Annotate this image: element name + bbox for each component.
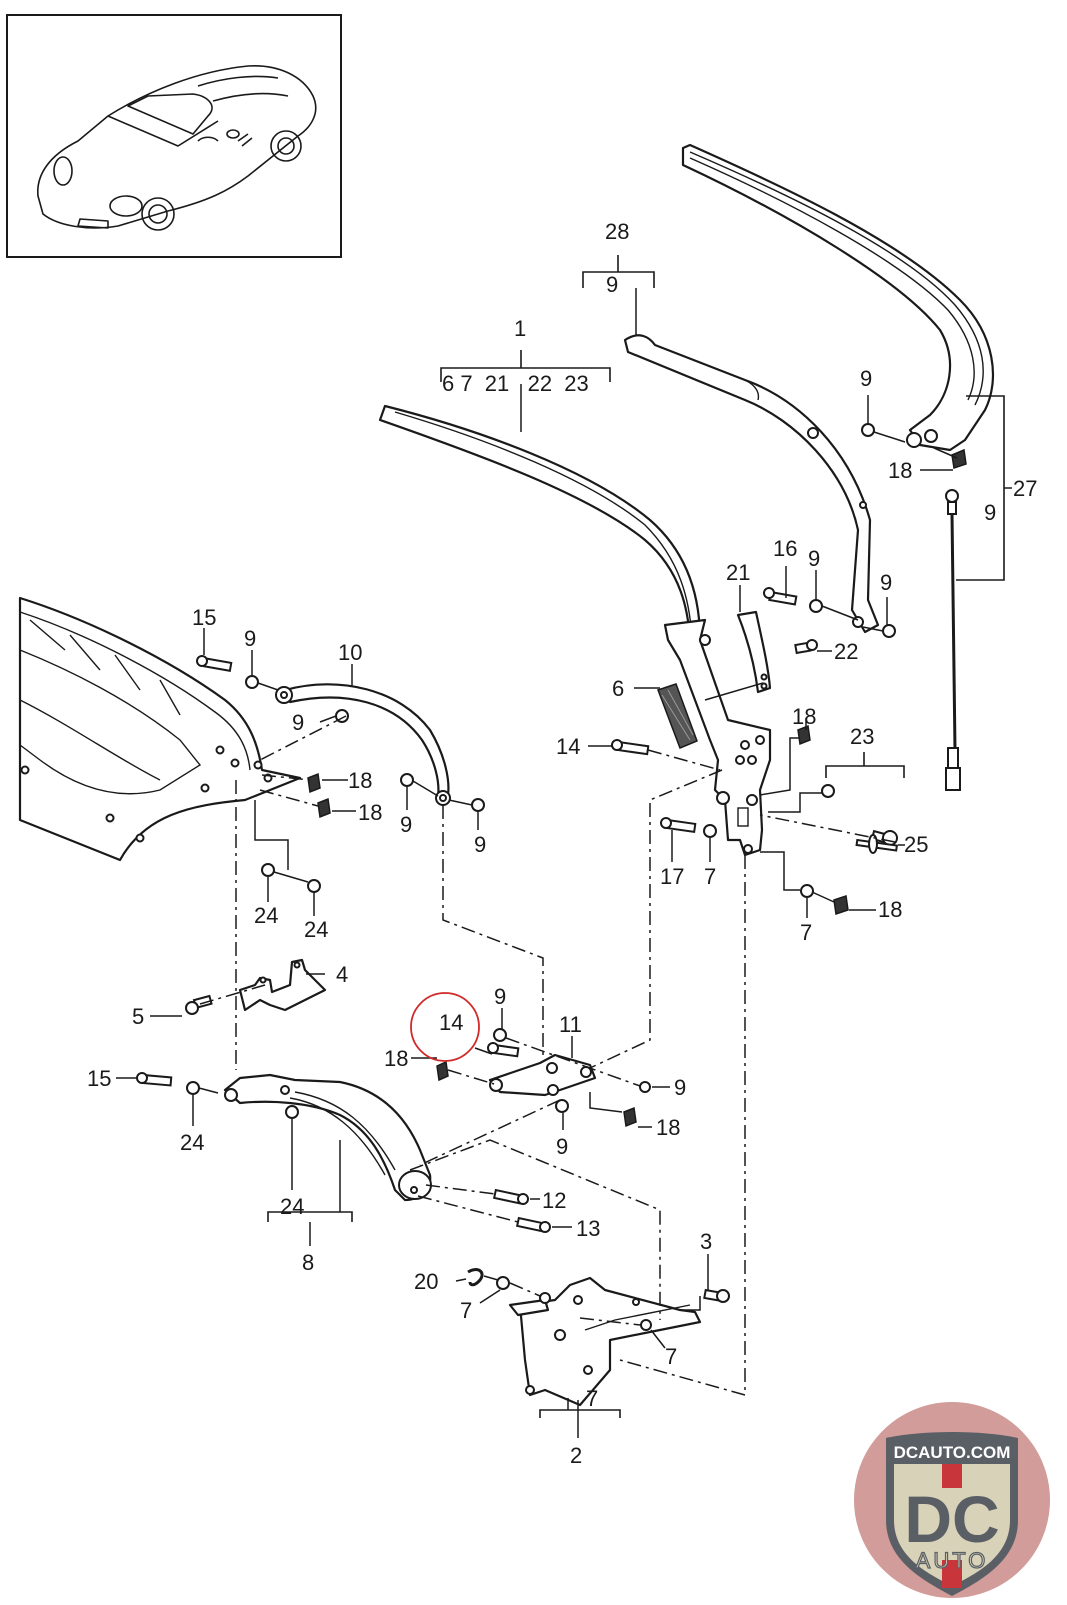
bolt-15-upper[interactable] <box>196 655 233 672</box>
callout-28[interactable]: 28 <box>605 219 629 244</box>
callout-8[interactable]: 8 <box>302 1250 314 1275</box>
callout-11[interactable]: 11 <box>559 1012 582 1037</box>
callout-14a[interactable]: 14 <box>556 734 580 759</box>
strip-part-21[interactable] <box>736 610 772 694</box>
leader-lines <box>116 255 1012 1438</box>
callout-24a[interactable]: 24 <box>254 903 278 928</box>
callout-7a[interactable]: 7 <box>704 864 716 889</box>
callout-24b[interactable]: 24 <box>304 917 328 942</box>
callout-9f[interactable]: 9 <box>400 812 412 837</box>
bolt-13[interactable] <box>515 1216 551 1233</box>
screw-3[interactable] <box>703 1288 730 1303</box>
callout-27[interactable]: 27 <box>1013 476 1037 501</box>
screw-5[interactable] <box>185 994 213 1015</box>
clip-nuts[interactable] <box>307 448 967 1128</box>
callout-6[interactable]: 6 <box>612 676 624 701</box>
callout-9g[interactable]: 9 <box>474 832 486 857</box>
logo-bottom-text: AUTO <box>916 1548 989 1573</box>
rivet-25[interactable] <box>855 834 899 854</box>
bolt-17[interactable] <box>660 817 697 833</box>
callout-9j[interactable]: 9 <box>556 1134 568 1159</box>
tension-cable-part[interactable] <box>945 489 961 791</box>
callout-17[interactable]: 17 <box>660 864 684 889</box>
callout-16[interactable]: 16 <box>773 536 797 561</box>
callout-labels: 28 9 1 6 7 21 22 23 9 18 27 9 16 9 9 21 … <box>87 219 1037 1468</box>
car-outline-icon <box>37 65 317 231</box>
callout-18f[interactable]: 18 <box>384 1046 408 1071</box>
bolt-15-lower[interactable] <box>136 1072 173 1087</box>
bolt-12[interactable] <box>492 1188 529 1205</box>
roof-frame-bow-part[interactable] <box>378 404 702 652</box>
callout-12[interactable]: 12 <box>542 1188 566 1213</box>
callout-18c[interactable]: 18 <box>878 897 902 922</box>
callout-24c[interactable]: 24 <box>180 1130 204 1155</box>
callout-14b[interactable]: 14 <box>439 1010 463 1035</box>
callout-28-sub[interactable]: 9 <box>606 272 618 297</box>
callout-9b[interactable]: 9 <box>808 546 820 571</box>
side-bar-part[interactable] <box>623 334 880 634</box>
callout-7e[interactable]: 7 <box>586 1386 598 1411</box>
logo-mark: DC <box>904 1482 999 1556</box>
callout-27-sub[interactable]: 9 <box>984 500 996 525</box>
callout-21[interactable]: 21 <box>726 560 750 585</box>
callout-5[interactable]: 5 <box>132 1004 144 1029</box>
callout-9h[interactable]: 9 <box>494 984 506 1009</box>
link-part-11[interactable] <box>488 1053 597 1097</box>
callout-20[interactable]: 20 <box>414 1269 438 1294</box>
callout-2[interactable]: 2 <box>570 1443 582 1468</box>
callout-10[interactable]: 10 <box>338 640 362 665</box>
bolt-14-upper[interactable] <box>611 739 650 756</box>
bolt-16[interactable] <box>763 587 798 606</box>
highlight-circle <box>410 992 480 1062</box>
callout-18a[interactable]: 18 <box>888 458 912 483</box>
roof-side-rail-part[interactable] <box>681 143 995 452</box>
callout-18b[interactable]: 18 <box>792 704 816 729</box>
callout-7b[interactable]: 7 <box>800 920 812 945</box>
screw-22[interactable] <box>794 639 818 655</box>
callout-22[interactable]: 22 <box>834 639 858 664</box>
bolt-14-lower[interactable] <box>487 1042 520 1058</box>
callout-24d[interactable]: 24 <box>280 1194 304 1219</box>
callout-9c[interactable]: 9 <box>880 570 892 595</box>
callout-9a[interactable]: 9 <box>860 366 872 391</box>
bent-tube-part-10[interactable] <box>275 683 451 806</box>
callout-7d[interactable]: 7 <box>665 1344 677 1369</box>
lower-bracket-part-2[interactable] <box>508 1276 702 1407</box>
rear-deck-panel-part[interactable] <box>18 596 302 862</box>
mesh-pad-part-6[interactable] <box>657 683 698 749</box>
callout-7c[interactable]: 7 <box>460 1298 472 1323</box>
vehicle-thumbnail <box>6 14 342 258</box>
callout-4[interactable]: 4 <box>336 962 348 987</box>
callout-9d[interactable]: 9 <box>244 626 256 651</box>
callout-9i[interactable]: 9 <box>674 1075 686 1100</box>
callout-25[interactable]: 25 <box>904 832 928 857</box>
callout-18g[interactable]: 18 <box>656 1115 680 1140</box>
dcauto-watermark-logo: DCAUTO.COM DC AUTO <box>852 1400 1052 1600</box>
bracket-part-4[interactable] <box>238 958 327 1012</box>
callout-15a[interactable]: 15 <box>192 605 216 630</box>
callout-3[interactable]: 3 <box>700 1229 712 1254</box>
callout-23[interactable]: 23 <box>850 724 874 749</box>
circlip-20[interactable] <box>467 1268 484 1287</box>
callout-1[interactable]: 1 <box>514 316 526 341</box>
logo-top-text: DCAUTO.COM <box>894 1443 1011 1462</box>
callout-9e[interactable]: 9 <box>292 710 304 735</box>
callout-1-sub[interactable]: 6 7 21 22 23 <box>442 371 589 396</box>
callout-18e[interactable]: 18 <box>358 800 382 825</box>
callout-13[interactable]: 13 <box>576 1216 600 1241</box>
main-arm-part-8[interactable] <box>223 1073 432 1202</box>
callout-18d[interactable]: 18 <box>348 768 372 793</box>
callout-15b[interactable]: 15 <box>87 1066 111 1091</box>
